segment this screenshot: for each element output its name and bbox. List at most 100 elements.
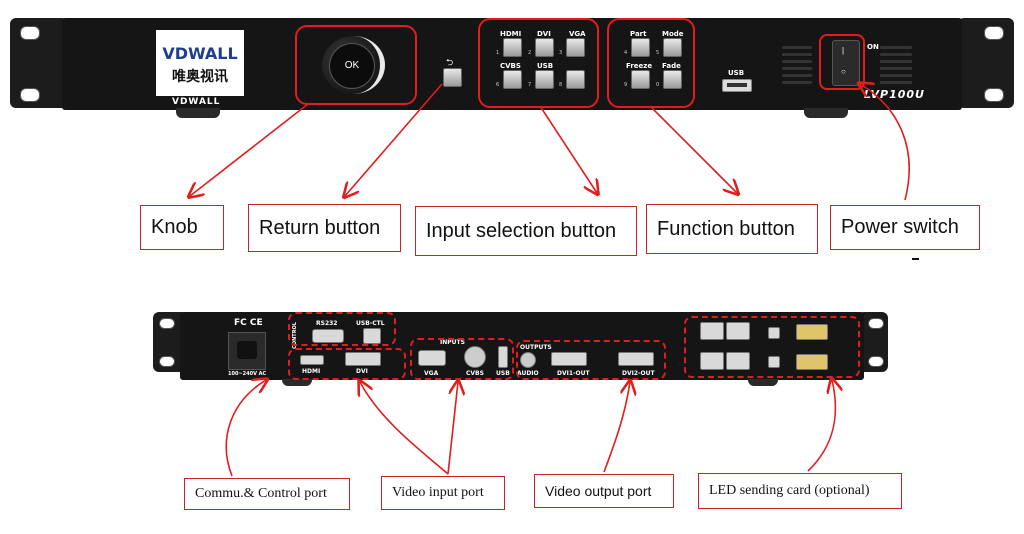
input-buttons-highlight [478, 18, 599, 108]
cvbs-port[interactable] [464, 346, 486, 368]
knob-highlight [295, 25, 417, 105]
video-output-highlight [516, 340, 666, 380]
vga-button[interactable] [566, 38, 585, 57]
input-btn-label: DVI [537, 30, 551, 38]
callout-video-output: Video output port [534, 474, 674, 508]
dvi1-out-port[interactable] [551, 352, 587, 366]
card-usb-port[interactable] [768, 327, 780, 339]
left-rack-ear [10, 18, 68, 108]
usb-in-port[interactable] [498, 346, 508, 368]
button-number: 8 [559, 82, 563, 88]
dvi-button[interactable] [535, 38, 554, 57]
callout-control-port: Commu.& Control port [184, 478, 350, 510]
usb-ctl-port[interactable] [363, 328, 381, 344]
rj45-port[interactable] [726, 322, 750, 340]
callout-input-selection: Input selection button [415, 206, 637, 256]
button-number: 2 [528, 50, 532, 56]
arrow-return [345, 83, 443, 196]
brand-logo: VDWALL 唯奥视讯 [156, 30, 244, 96]
power-switch-highlight [819, 34, 865, 90]
ac-power-inlet[interactable] [228, 332, 266, 370]
rs232-label: RS232 [316, 320, 338, 327]
callout-power-switch: Power switch [830, 205, 980, 250]
input-btn-label: VGA [569, 30, 586, 38]
arrow-knob [190, 103, 309, 196]
vga-port[interactable] [418, 350, 446, 366]
led-card-highlight [684, 316, 860, 378]
power-switch[interactable]: | ○ [832, 40, 860, 86]
freeze-button[interactable] [631, 70, 650, 89]
button-number: 6 [496, 82, 500, 88]
knob-ok-label: OK [329, 43, 375, 89]
video-input-highlight-a [288, 348, 406, 380]
callout-video-input: Video input port [381, 476, 505, 510]
part-button[interactable] [631, 38, 650, 57]
input-8-button[interactable] [566, 70, 585, 89]
mode-button[interactable] [663, 38, 682, 57]
rack-hole [20, 88, 40, 102]
audio-label: AUDIO [517, 370, 539, 377]
callout-return-button: Return button [248, 204, 401, 252]
rj45-port[interactable] [700, 322, 724, 340]
button-number: 5 [656, 50, 660, 56]
button-number: 7 [528, 82, 532, 88]
button-number: 3 [559, 50, 563, 56]
power-rating: 100~240V AC [228, 371, 267, 377]
function-btn-label: Freeze [626, 62, 653, 70]
callout-led-sending-card: LED sending card (optional) [698, 473, 902, 509]
arrow-control-port [225, 380, 266, 477]
hdmi-button[interactable] [503, 38, 522, 57]
dvi-label: DVI [356, 368, 368, 375]
arrow-input [539, 105, 597, 193]
control-port-highlight [288, 312, 396, 346]
fade-button[interactable] [663, 70, 682, 89]
usb-port-label: USB [728, 69, 745, 77]
logo-chinese-text: 唯奥视讯 [172, 69, 228, 85]
button-number: 1 [496, 50, 500, 56]
function-btn-label: Mode [662, 30, 684, 38]
card-usb-port[interactable] [768, 356, 780, 368]
function-btn-label: Part [630, 30, 647, 38]
audio-port[interactable] [520, 352, 536, 368]
cert-marks: FC CE [234, 318, 263, 328]
brand-label: VDWALL [172, 97, 221, 107]
dvi2-out-label: DVI2-OUT [622, 370, 655, 377]
rs232-port[interactable] [312, 329, 344, 343]
button-number: 0 [656, 82, 660, 88]
cvbs-button[interactable] [503, 70, 522, 89]
power-on-label: ON [867, 43, 879, 51]
right-rack-ear [958, 18, 1014, 108]
arrow-video-in-a [360, 382, 449, 475]
arrow-video-in-b [447, 382, 458, 475]
front-usb-port[interactable] [722, 79, 752, 92]
arrow-led-card [807, 380, 835, 472]
button-number: 9 [624, 82, 628, 88]
card-dvi-port[interactable] [796, 324, 828, 340]
hdmi-label: HDMI [302, 368, 321, 375]
rack-hole [984, 26, 1004, 40]
arrow-power [860, 84, 910, 201]
ok-knob[interactable]: OK [322, 36, 385, 94]
dvi2-out-port[interactable] [618, 352, 654, 366]
rj45-port[interactable] [726, 352, 750, 370]
hdmi-in-port[interactable] [300, 355, 324, 365]
input-btn-label: CVBS [500, 62, 521, 70]
usb-button[interactable] [535, 70, 554, 89]
arrow-function [649, 105, 737, 193]
callout-function-button: Function button [646, 204, 818, 254]
callout-knob: Knob [140, 205, 224, 250]
dvi-in-port[interactable] [345, 352, 381, 366]
return-button[interactable] [443, 68, 462, 87]
rj45-port[interactable] [700, 352, 724, 370]
card-dvi-port[interactable] [796, 354, 828, 370]
stray-mark [912, 258, 919, 260]
input-btn-label: HDMI [500, 30, 522, 38]
function-btn-label: Fade [662, 62, 681, 70]
rack-hole [20, 26, 40, 40]
button-number: 4 [624, 50, 628, 56]
arrow-video-out [603, 382, 630, 473]
usb-label: USB [496, 370, 510, 377]
inputs-group-label: INPUTS [440, 339, 465, 346]
usb-ctl-label: USB-CTL [356, 320, 385, 327]
